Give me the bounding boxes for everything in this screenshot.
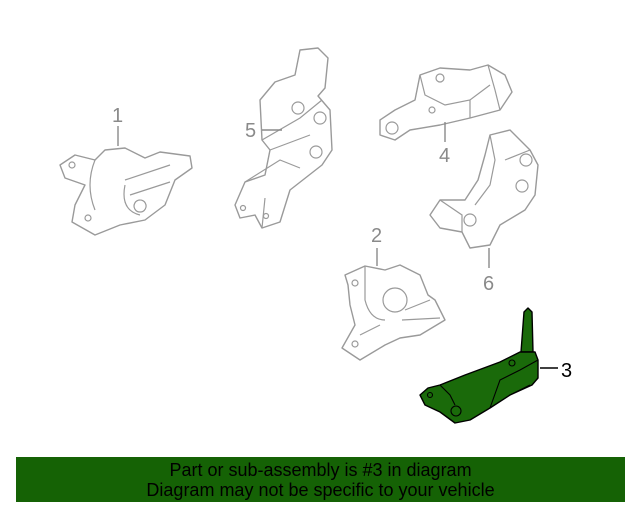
part-1-engine-mount[interactable] — [59, 147, 193, 236]
callout-4[interactable]: 4 — [439, 145, 450, 167]
callout-1[interactable]: 1 — [112, 105, 123, 127]
part-5-mount-bracket[interactable] — [234, 47, 333, 229]
callout-2[interactable]: 2 — [371, 225, 382, 247]
selection-notice-banner: Part or sub-assembly is #3 in diagram Di… — [16, 457, 625, 502]
callout-3[interactable]: 3 — [561, 360, 572, 382]
part-2-engine-mount[interactable] — [341, 264, 446, 361]
banner-line-2: Diagram may not be specific to your vehi… — [146, 480, 495, 500]
part-3-mount-bracket[interactable] — [419, 307, 539, 424]
callout-5[interactable]: 5 — [245, 120, 256, 142]
part-4-torque-rod[interactable] — [379, 64, 513, 141]
banner-line-1: Part or sub-assembly is #3 in diagram — [169, 460, 472, 480]
part-6-mount-bracket[interactable] — [429, 129, 539, 249]
callout-6[interactable]: 6 — [483, 273, 494, 295]
